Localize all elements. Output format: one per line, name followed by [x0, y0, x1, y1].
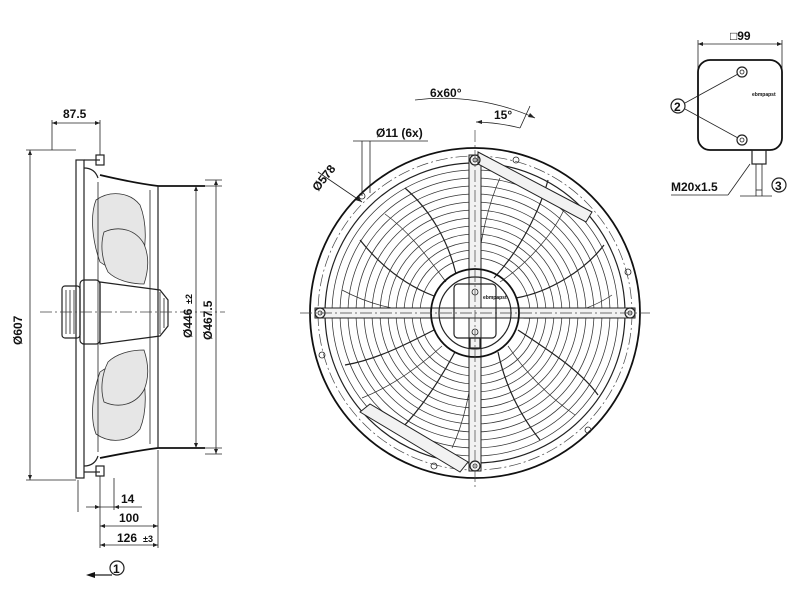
terminal-box-detail: □99 ebmpapst 2 M20x1.5 3 — [670, 29, 787, 197]
side-shroud-bottom — [99, 447, 205, 459]
front-brand-label: ebmpapst — [483, 295, 507, 301]
dim-gland-thread: M20x1.5 — [671, 180, 718, 194]
dim-side-14: 14 — [121, 492, 135, 506]
callout-gland: 3 — [775, 179, 782, 193]
front-view: 6x60° 15° Ø11 (6x) Ø578 — [300, 86, 650, 490]
dim-side-inner-tolerance: ±2 — [184, 294, 194, 304]
side-blade-mid-bottom — [101, 349, 149, 406]
dim-angle-offset: 15° — [494, 108, 512, 122]
dim-terminal-square: □99 — [730, 29, 751, 43]
side-blade-mid-top — [101, 228, 149, 285]
terminal-cable-gland — [751, 149, 767, 165]
dim-side-126-tolerance: ±3 — [143, 534, 153, 544]
callout-airflow-circle — [109, 560, 125, 576]
dim-side-outer-diameter: Ø467.5 — [201, 300, 215, 340]
dim-angle-pattern: 6x60° — [430, 86, 462, 100]
side-view: 87.5 Ø607 Ø446 ±2 Ø467.5 14 100 — [11, 107, 225, 578]
dim-side-inner-diameter: Ø446 — [181, 308, 195, 338]
side-bottom-bolt — [95, 465, 105, 477]
dim-side-126: 126 — [117, 531, 137, 545]
terminal-brand-label: ebmpapst — [752, 92, 776, 98]
callout-screws-circle — [670, 98, 686, 114]
front-impeller-blades — [341, 177, 613, 449]
terminal-screw-top — [736, 66, 748, 78]
dim-bolt-circle: Ø578 — [309, 162, 338, 194]
callout-airflow: 1 — [113, 562, 120, 576]
side-rotor-hub — [99, 281, 169, 345]
callout-screws: 2 — [674, 100, 681, 114]
side-shroud-top — [99, 174, 205, 187]
dim-side-overall-diameter: Ø607 — [11, 315, 25, 345]
arc-dim-6x60 — [414, 97, 536, 119]
front-flange-holes — [318, 156, 632, 470]
terminal-box-body — [697, 59, 783, 151]
callout-gland-circle — [771, 177, 787, 193]
terminal-screw-bottom — [736, 134, 748, 146]
dim-side-top-width: 87.5 — [63, 107, 87, 121]
dim-side-100: 100 — [119, 511, 139, 525]
dim-hole: Ø11 (6x) — [376, 126, 423, 140]
